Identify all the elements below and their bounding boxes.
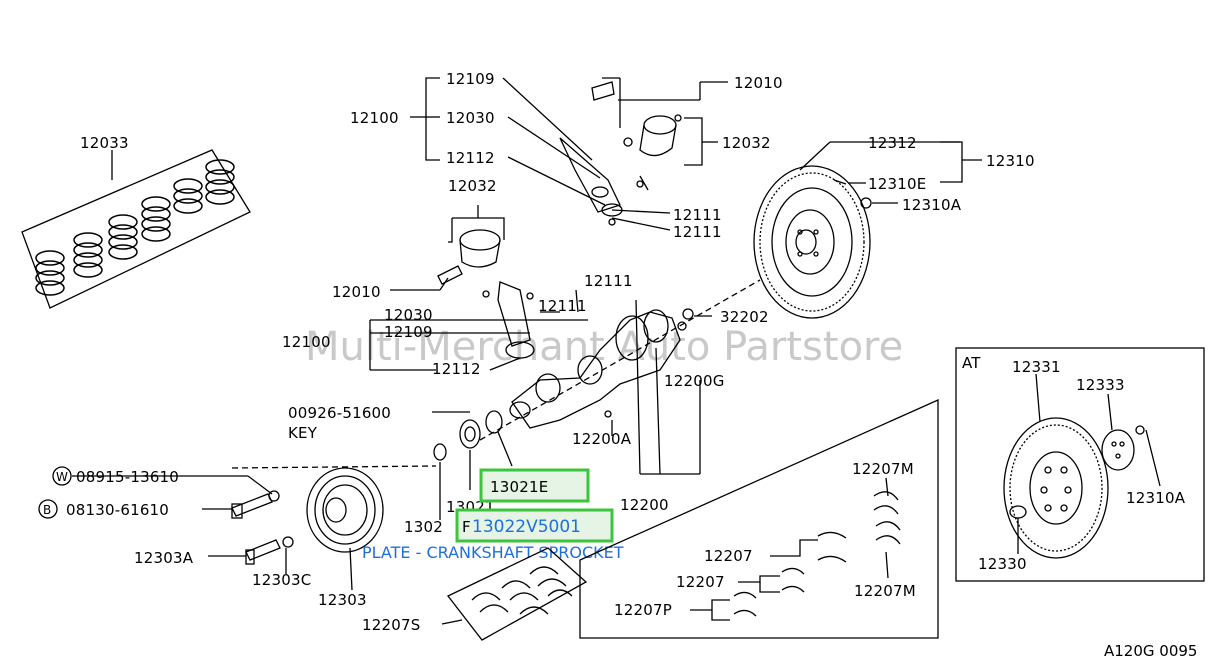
label-key: KEY — [288, 424, 318, 442]
label-12111-a[interactable]: 12111 — [673, 206, 722, 224]
label-12310E[interactable]: 12310E — [868, 175, 926, 193]
label-13021E[interactable]: 13021E — [490, 478, 548, 496]
label-12010-top[interactable]: 12010 — [734, 74, 783, 92]
label-12207P[interactable]: 12207P — [614, 601, 672, 619]
piston-ring-set — [21, 149, 251, 309]
label-12207-b[interactable]: 12207 — [676, 573, 725, 591]
label-at-12310A[interactable]: 12310A — [1126, 489, 1186, 507]
label-12032-mid[interactable]: 12032 — [448, 177, 497, 195]
label-08130-61610[interactable]: 08130-61610 — [66, 501, 169, 519]
label-12207-a[interactable]: 12207 — [704, 547, 753, 565]
selected-part-caption: PLATE - CRANKSHAFT SPROCKET — [362, 543, 624, 562]
label-12112-top[interactable]: 12112 — [446, 149, 495, 167]
label-f-prefix: F — [462, 518, 471, 536]
at-inset — [955, 347, 1205, 582]
label-12109-top[interactable]: 12109 — [446, 70, 495, 88]
label-b-mark: B — [43, 503, 51, 517]
label-12010-mid[interactable]: 12010 — [332, 283, 381, 301]
label-12109-mid[interactable]: 12109 — [384, 323, 433, 341]
watermark: Multi-Merchant Auto Partstore — [305, 324, 903, 370]
selected-part-number[interactable]: 13022V5001 — [472, 517, 581, 537]
label-12033[interactable]: 12033 — [80, 134, 129, 152]
label-12030-top[interactable]: 12030 — [446, 109, 495, 127]
label-1302-partial[interactable]: 1302 — [404, 518, 443, 536]
label-12312[interactable]: 12312 — [868, 134, 917, 152]
label-at-12333[interactable]: 12333 — [1076, 376, 1125, 394]
crankshaft — [479, 279, 761, 475]
label-at-12331[interactable]: 12331 — [1012, 358, 1061, 376]
piston-rod-assembly-mid — [369, 205, 588, 371]
label-12207M-bot[interactable]: 12207M — [854, 582, 916, 600]
highlight-box-13021E[interactable] — [479, 468, 590, 503]
label-12200A[interactable]: 12200A — [572, 430, 632, 448]
label-w-mark: W — [56, 470, 68, 484]
label-12100-top[interactable]: 12100 — [350, 109, 399, 127]
label-12032-top[interactable]: 12032 — [722, 134, 771, 152]
piston-rod-assembly-top — [410, 77, 728, 231]
label-at-12330[interactable]: 12330 — [978, 555, 1027, 573]
label-12303A[interactable]: 12303A — [134, 549, 194, 567]
label-32202[interactable]: 32202 — [720, 308, 769, 326]
label-12111-mid[interactable]: 12111 — [584, 272, 633, 290]
reference-code: A120G 0095 — [1104, 642, 1197, 660]
label-12111-b[interactable]: 12111 — [673, 223, 722, 241]
label-12100-mid[interactable]: 12100 — [282, 333, 331, 351]
label-12111-mid2[interactable]: 12111 — [538, 297, 587, 315]
sprocket-pulley-group — [38, 410, 513, 591]
bearing-panel — [579, 398, 939, 639]
flywheel-mt — [753, 141, 982, 319]
label-12310A[interactable]: 12310A — [902, 196, 962, 214]
label-12112-mid[interactable]: 12112 — [432, 360, 481, 378]
main-bearing-set — [441, 547, 588, 641]
label-12310[interactable]: 12310 — [986, 152, 1035, 170]
label-00926-51600[interactable]: 00926-51600 — [288, 404, 391, 422]
label-08915-13610[interactable]: 08915-13610 — [76, 468, 179, 486]
label-12303[interactable]: 12303 — [318, 591, 367, 609]
label-12207M-top[interactable]: 12207M — [852, 460, 914, 478]
label-12303C[interactable]: 12303C — [252, 571, 311, 589]
highlight-box-selected-part[interactable] — [455, 508, 614, 543]
label-12200[interactable]: 12200 — [620, 496, 669, 514]
label-12030-mid[interactable]: 12030 — [384, 306, 433, 324]
label-12200G[interactable]: 12200G — [664, 372, 725, 390]
label-12207S[interactable]: 12207S — [362, 616, 420, 634]
label-at: AT — [962, 354, 981, 372]
